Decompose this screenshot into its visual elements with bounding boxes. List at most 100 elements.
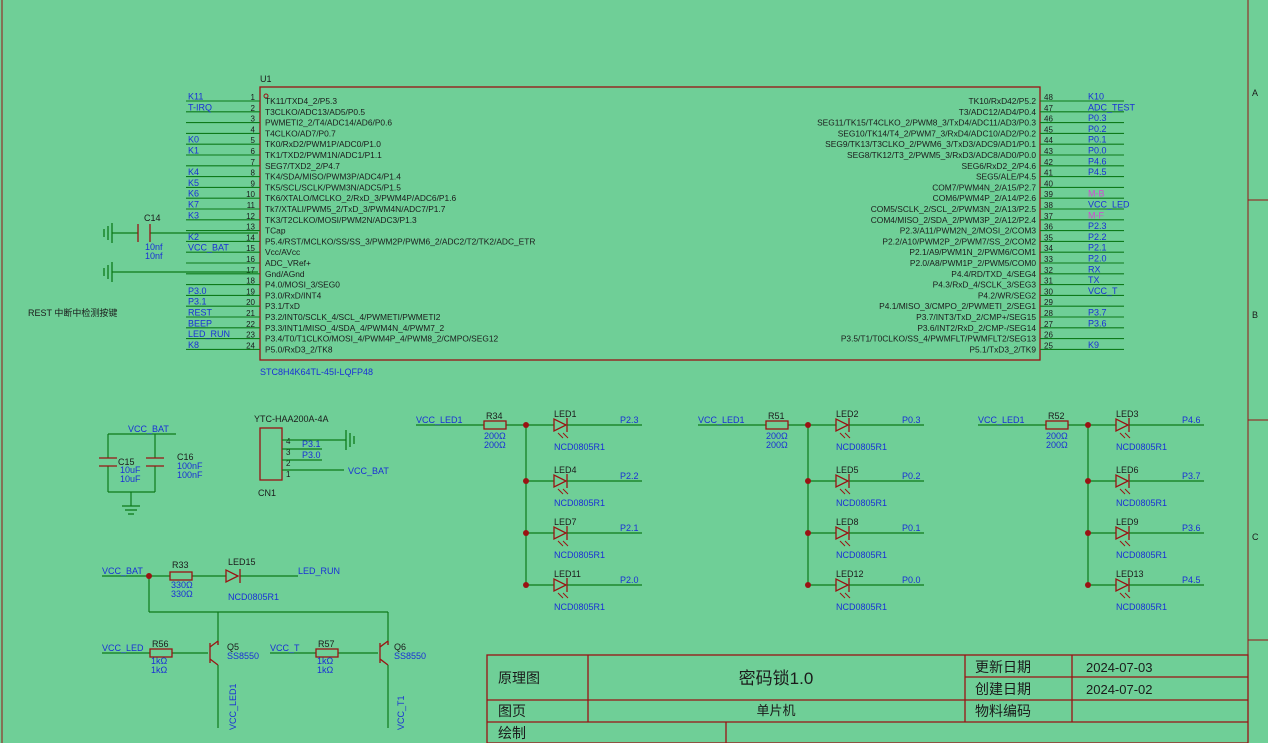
led-part: NCD0805R1 [836,550,887,560]
connector-net-p30: P3.0 [302,450,321,460]
pin-name: TK5/SCL/SCLK/PWM3N/ADC5/P1.5 [265,182,401,192]
junction-dot [523,530,529,536]
pin-name: T3CLKO/ADC13/AD5/P0.5 [265,107,365,117]
light-ray [839,540,846,547]
resistor-ref: R34 [486,411,503,421]
rest-note: REST 中断中检测按键 [28,307,117,318]
led-net: P0.3 [902,415,921,425]
net-label: K8 [188,340,199,350]
c14-capacitor[interactable]: C14 10nf 10nf [103,213,258,282]
connector-pin: 4 [286,437,291,446]
net-label: P3.7 [1088,308,1107,318]
light-ray [839,488,846,495]
pin-number: 13 [246,223,255,232]
net-label: K4 [188,167,199,177]
pin-name: TK1/TXD2/PWM1N/ADC1/P1.1 [265,150,382,160]
pin-number: 9 [251,179,256,188]
pin-name: COM4/MISO_2/SDA_2/PWM3P_2/A12/P2.4 [871,215,1037,225]
light-ray [557,488,564,495]
light-ray [1119,432,1126,439]
pin-name: T3/ADC12/AD4/P0.4 [959,107,1037,117]
ground-icon [103,262,113,282]
net-label: BEEP [188,318,212,328]
led-net: P0.0 [902,575,921,585]
q6-net-out: VCC_T1 [396,695,406,730]
pin-name: SEG6/RxD2_2/P4.6 [962,161,1037,171]
run-led-circuit[interactable]: VCC_BAT R33 330Ω 330Ω LED15 NCD0805R1 LE… [102,557,389,645]
led-net: P0.1 [902,523,921,533]
resistor-value: 200Ω [484,431,506,441]
decoupling-capacitors[interactable]: VCC_BAT C15 10uF 10uF C16 100nF 100nF [99,424,203,515]
pin-number: 28 [1044,309,1053,318]
pin-number: 32 [1044,266,1053,275]
led-ref: LED9 [1116,517,1139,527]
light-ray [1124,432,1131,439]
resistor-value: 200Ω [1046,431,1068,441]
pin-name: COM6/PWM4P_2/A14/P2.6 [933,193,1037,203]
q5-transistor-circuit[interactable]: VCC_LED R56 1kΩ 1kΩ Q5 SS8550 VCC_LED1 [102,639,259,730]
led-part: NCD0805R1 [836,442,887,452]
resistor-body [1045,420,1069,430]
pin-name: P5.4/RST/MCLKO/SS/SS_3/PWM2P/PWM6_2/ADC2… [265,236,535,246]
led-part: NCD0805R1 [554,602,605,612]
pin-number: 24 [246,341,255,350]
pin-number: 34 [1044,244,1053,253]
led-ref: LED8 [836,517,859,527]
pin-name: P5.1/TxD3_2/TK9 [969,344,1036,354]
pin-number: 4 [251,125,256,134]
pin-name: TK4/SDA/MISO/PWM3P/ADC4/P1.4 [265,172,401,182]
title-name: 密码锁1.0 [739,669,814,688]
connector-pin: 1 [286,470,291,479]
resistor-ref: R51 [768,411,785,421]
pin-name: TCap [265,226,286,236]
pin-name: TK0/RxD2/PWM1P/ADC0/P1.0 [265,139,381,149]
light-ray [562,540,569,547]
led-icon [835,417,850,433]
led-net: P2.2 [620,471,639,481]
pin-number: 38 [1044,201,1053,210]
net-label: P4.6 [1088,156,1107,166]
pin-number: 15 [246,244,255,253]
pin-name: TK6/XTALO/MCLKO_2/RxD_3/PWM4P/ADC6/P1.6 [265,193,456,203]
pin-number: 43 [1044,147,1053,156]
zone-a-label: A [1252,88,1258,98]
resistor-body [149,648,173,658]
pin-name: P3.1/TxD [265,301,300,311]
junction-dot [805,478,811,484]
title-block: 原理图 密码锁1.0 更新日期 2024-07-03 创建日期 2024-07-… [486,654,1249,743]
connector-cn1[interactable]: YTC-HAA200A-4A 4 3 2 1 P3.1 P3.0 VCC_BAT… [254,414,389,498]
led-icon [835,473,850,489]
junction-dot [805,530,811,536]
led-icon [553,577,568,593]
c16-ref: C16 [177,452,194,462]
led-icon [553,417,568,433]
q6-transistor-circuit[interactable]: VCC_T R57 1kΩ 1kΩ Q6 SS8550 VCC_T1 [270,639,426,730]
led-net: P0.2 [902,471,921,481]
q5-net-out: VCC_LED1 [228,683,238,730]
pin-number: 36 [1044,223,1053,232]
pin-number: 26 [1044,331,1053,340]
pin-name: SEG9/TK13/T3CLKO_2/PWM6_3/TxD3/ADC9/AD1/… [825,139,1036,149]
net-label: P4.5 [1088,167,1107,177]
title-created-date: 2024-07-02 [1086,682,1153,697]
net-label: M-F [1088,210,1104,220]
q5-net-in: VCC_LED [102,643,144,653]
zone-b-label: B [1252,310,1258,320]
c15-value: 10uF [120,465,141,475]
net-label: P0.0 [1088,146,1107,156]
run-net-in: VCC_BAT [102,566,143,576]
connector-body [259,427,283,481]
junction-dot [523,478,529,484]
pin-number: 33 [1044,255,1053,264]
pin-name: P5.0/RxD3_2/TK8 [265,344,333,354]
light-ray [839,432,846,439]
pin-name: P4.2/WR/SEG2 [978,290,1037,300]
led-icon [553,473,568,489]
pin-name: P3.0/RxD/INT4 [265,290,322,300]
led-part: NCD0805R1 [1116,498,1167,508]
